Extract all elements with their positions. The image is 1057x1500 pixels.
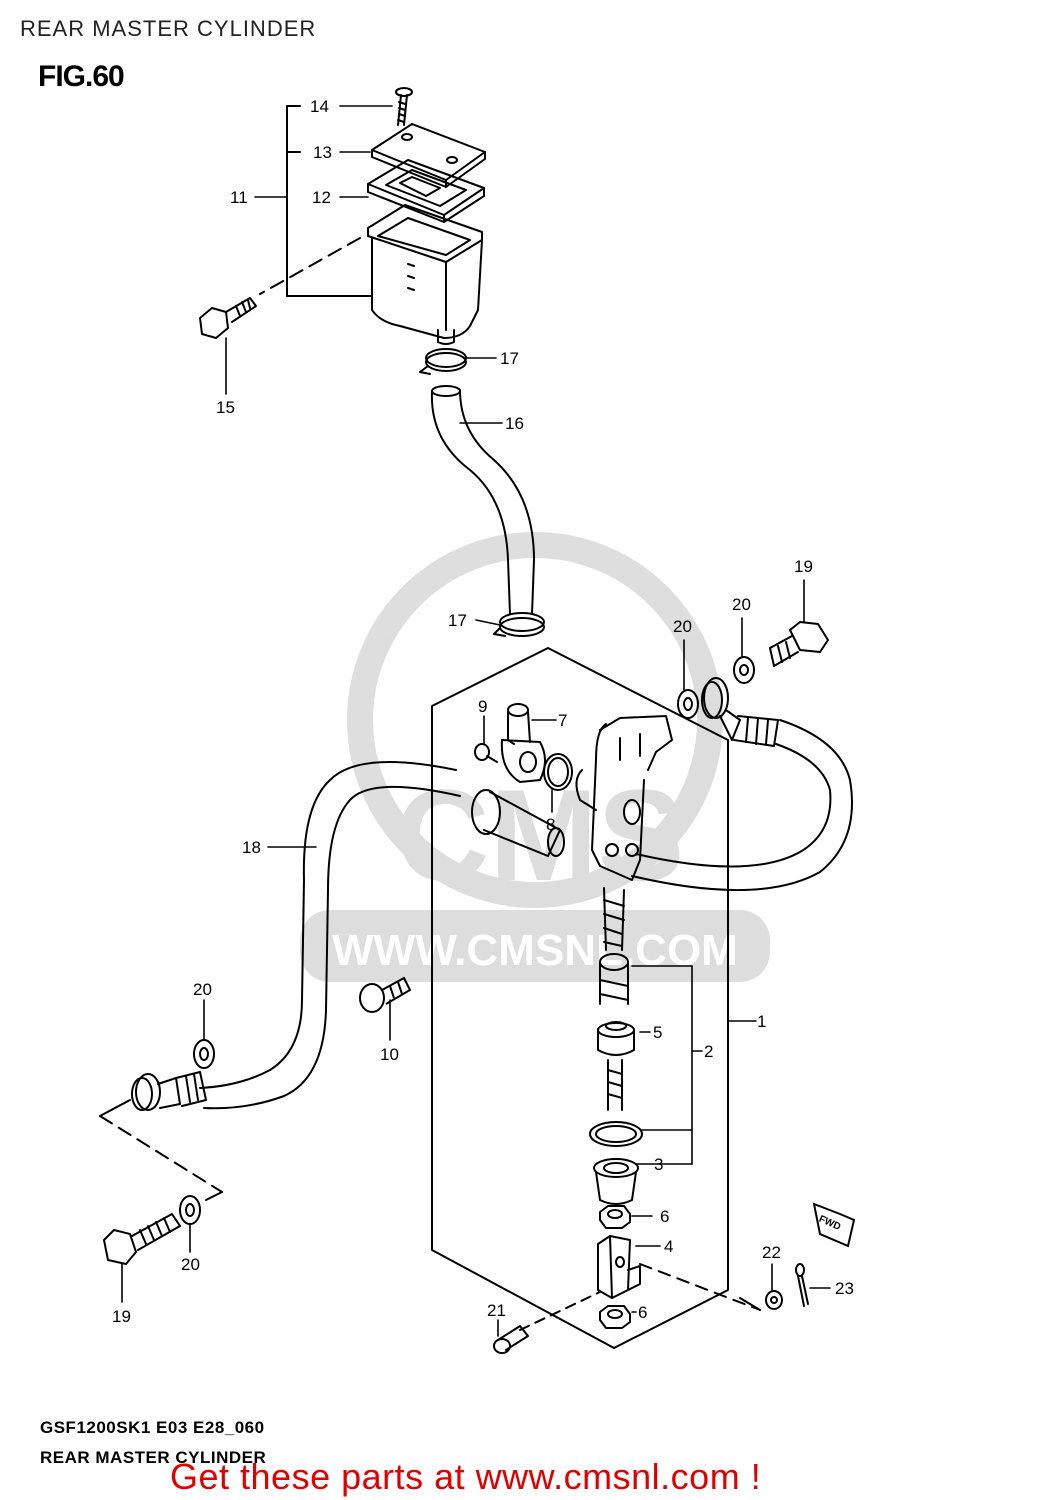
reservoir-body <box>367 204 483 345</box>
callout-20-left-bottom: 20 <box>181 1255 200 1274</box>
nut-6-upper <box>599 1205 631 1229</box>
washer-22 <box>765 1290 783 1310</box>
clamp-17-top <box>419 348 467 375</box>
callout-7: 7 <box>558 711 567 730</box>
hose-18 <box>199 761 461 1110</box>
diaphragm-plate-12 <box>367 159 485 223</box>
callout-6-upper: 6 <box>660 1207 669 1226</box>
callouts: 1 2 3 4 5 6 6 7 8 9 10 11 12 13 14 15 16… <box>112 97 854 1326</box>
watermark: CMS WWW.CMSNL.COM <box>300 532 770 982</box>
callout-15: 15 <box>216 398 235 417</box>
callout-20-left-top: 20 <box>193 980 212 999</box>
callout-17-lower: 17 <box>448 611 467 630</box>
clamp-17-lower <box>493 612 545 637</box>
hose-joint <box>471 789 565 857</box>
footer-model-code: GSF1200SK1 E03 E28_060 <box>40 1418 265 1437</box>
cotter-pin-23 <box>795 1263 809 1307</box>
banjo-fitting-right <box>701 677 779 747</box>
hose-right <box>631 719 853 892</box>
washer-20-right-b <box>733 656 755 684</box>
callout-18: 18 <box>242 838 261 857</box>
boot-3 <box>593 1158 639 1205</box>
callout-22: 22 <box>762 1243 781 1262</box>
reservoir-cap-13 <box>371 123 486 188</box>
callout-23: 23 <box>835 1279 854 1298</box>
fwd-direction-badge: FWD <box>812 1202 856 1248</box>
callout-21: 21 <box>487 1301 506 1320</box>
callout-5: 5 <box>653 1023 662 1042</box>
callout-16: 16 <box>505 414 524 433</box>
o-ring-8 <box>543 753 573 791</box>
screw-14 <box>395 87 413 126</box>
callout-19-lower: 19 <box>112 1307 131 1326</box>
bolt-15 <box>199 297 257 339</box>
inlet-fitting-7 <box>500 703 546 783</box>
bolt-10 <box>359 976 412 1013</box>
assembly-outline <box>431 647 729 1349</box>
callout-10: 10 <box>380 1045 399 1064</box>
callout-13: 13 <box>313 143 332 162</box>
callout-2: 2 <box>704 1042 713 1061</box>
callout-4: 4 <box>664 1237 673 1256</box>
push-rod-2 <box>599 887 629 1005</box>
callout-19-upper: 19 <box>794 557 813 576</box>
footer-diagram-name: REAR MASTER CYLINDER <box>40 1448 267 1467</box>
callout-3: 3 <box>654 1155 663 1174</box>
callout-6-lower: 6 <box>638 1303 647 1322</box>
hose-16 <box>430 385 535 615</box>
watermark-logo: CMS <box>396 762 685 908</box>
promo-link[interactable]: Get these parts at www.cmsnl.com ! <box>170 1456 762 1497</box>
callout-17-top: 17 <box>500 349 519 368</box>
callout-11: 11 <box>230 188 248 207</box>
callout-1: 1 <box>757 1012 766 1031</box>
circlip <box>589 1121 643 1147</box>
nut-6-lower <box>599 1305 631 1329</box>
callout-9: 9 <box>478 697 487 716</box>
reservoir-bracket <box>286 105 373 297</box>
watermark-url: WWW.CMSNL.COM <box>332 926 738 975</box>
clevis-4 <box>597 1235 641 1299</box>
bolt-9 <box>474 743 498 763</box>
dust-boot-5 <box>597 1021 635 1111</box>
callout-20-right-b: 20 <box>732 595 751 614</box>
washer-20-left-top <box>193 1039 215 1069</box>
callout-20-right-a: 20 <box>673 617 692 636</box>
banjo-fitting-left <box>131 1071 207 1111</box>
bolt-19-lower <box>103 1213 181 1265</box>
washer-20-right-a <box>677 689 699 719</box>
callout-8: 8 <box>546 815 555 834</box>
callout-12: 12 <box>312 188 331 207</box>
clevis-pin-21 <box>493 1325 529 1354</box>
page-title: REAR MASTER CYLINDER <box>20 16 317 41</box>
leader-lines <box>121 105 831 1337</box>
promo-banner: Get these parts at www.cmsnl.com ! <box>170 1456 761 1498</box>
bolt-19-upper <box>769 621 829 667</box>
callout-14: 14 <box>310 97 329 116</box>
master-cylinder-body <box>575 715 673 881</box>
figure-label: FIG.60 <box>38 60 125 93</box>
washer-20-left-bottom <box>179 1195 201 1225</box>
